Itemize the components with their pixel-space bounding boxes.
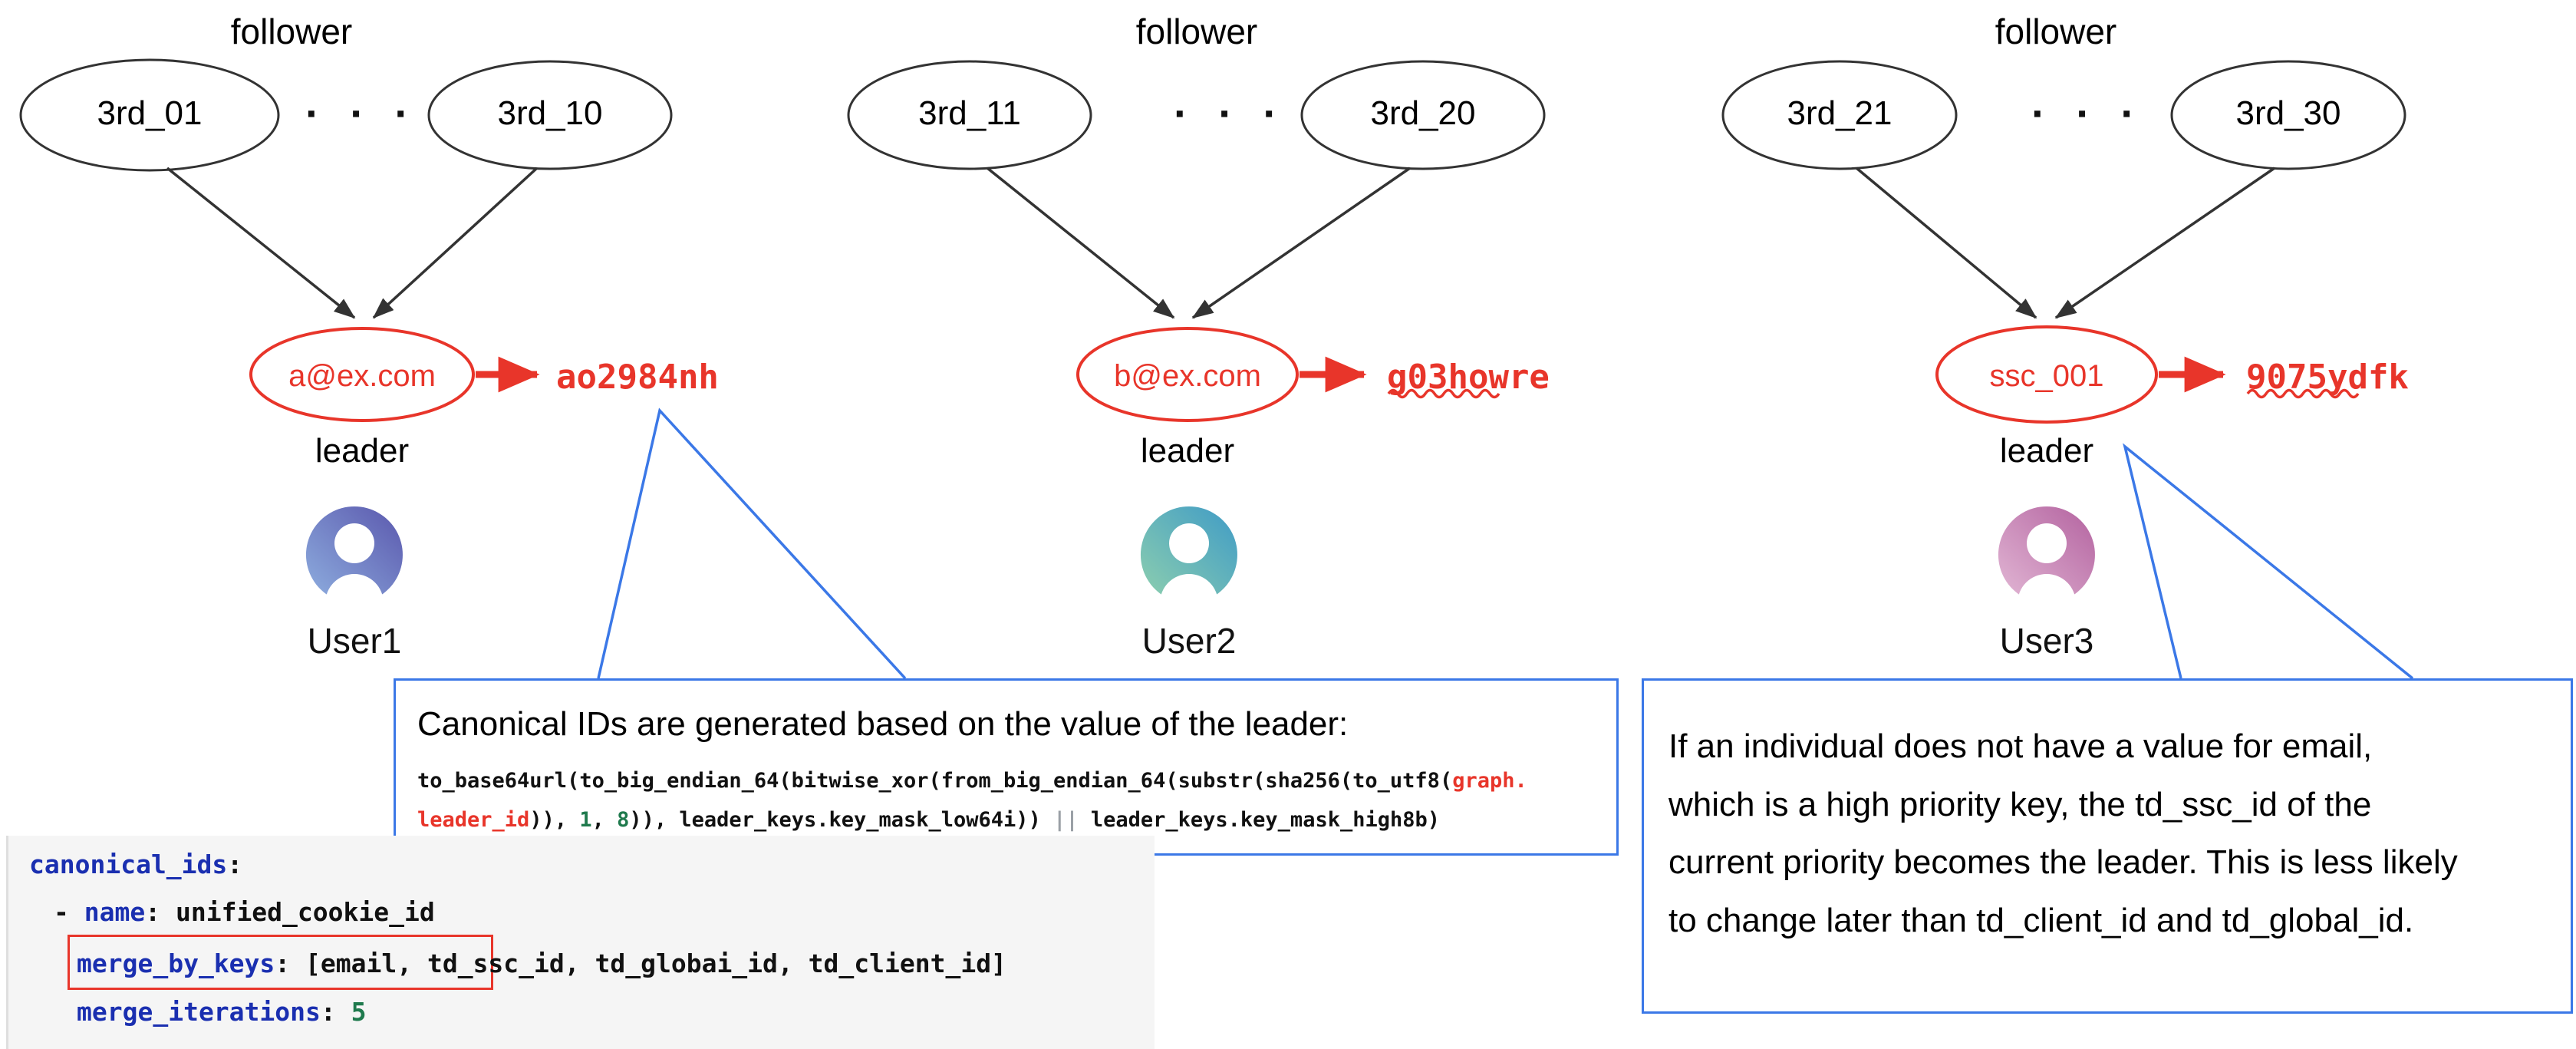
yaml-line-name: - name: unified_cookie_id <box>54 897 435 927</box>
yaml-value-merge-by-keys: : [email, td_ssc_id, td_globai_id, td_cl… <box>275 948 1006 978</box>
follower-label-1: follower <box>230 12 353 51</box>
user-label-3: User3 <box>1999 621 2094 661</box>
canonical-id-3: 9075ydfk <box>2246 358 2409 397</box>
leader-label-3: leader <box>1999 432 2094 470</box>
leader-label-2: leader <box>1140 432 1235 470</box>
follower-node-3rd-11[interactable]: 3rd_11 <box>918 94 1021 132</box>
code-line-2: leader_id)), 1, 8)), leader_keys.key_mas… <box>417 800 1616 840</box>
yaml-colon-1: : <box>227 849 243 879</box>
ellipsis-3: · · · <box>2031 89 2145 137</box>
yaml-config-block <box>6 836 1155 1049</box>
note-line-3: current priority becomes the leader. Thi… <box>1668 843 2458 882</box>
note-line-1: If an individual does not have a value f… <box>1668 727 2373 765</box>
note-line-2: which is a high priority key, the td_ssc… <box>1668 785 2372 823</box>
code-seg-2f: )), leader_keys.key_mask_low64i)) <box>629 807 1054 832</box>
yaml-colon-4: : <box>320 997 351 1027</box>
yaml-dash: - <box>54 897 84 927</box>
ellipsis-1: · · · <box>305 89 419 137</box>
code-seg-2e: 8 <box>617 807 630 832</box>
yaml-line-canonical-ids: canonical_ids: <box>29 849 242 879</box>
note-callout-pointer <box>2123 443 2414 680</box>
ellipsis-2: · · · <box>1174 89 1287 137</box>
code-callout-title: Canonical IDs are generated based on the… <box>417 705 1349 743</box>
leader-node-value-1[interactable]: a@ex.com <box>288 359 436 393</box>
note-callout-box: If an individual does not have a value f… <box>1642 678 2573 1014</box>
yaml-key-name: name <box>84 897 146 927</box>
yaml-key-merge-by-keys: merge_by_keys <box>77 948 275 978</box>
code-seg-1a: to_base64url(to_big_endian_64(bitwise_xo… <box>417 768 1453 793</box>
follower-node-3rd-10[interactable]: 3rd_10 <box>497 94 603 132</box>
code-callout-box: Canonical IDs are generated based on the… <box>394 678 1619 856</box>
code-seg-2b: )), <box>529 807 580 832</box>
code-seg-2g: || <box>1053 807 1079 832</box>
canonical-id-2: g03howre <box>1387 358 1550 397</box>
follower-label-3: follower <box>1995 12 2117 51</box>
leader-node-value-2[interactable]: b@ex.com <box>1114 359 1261 393</box>
avatar-3 <box>1998 506 2095 632</box>
yaml-value-merge-iterations: 5 <box>351 997 367 1027</box>
note-line-4: to change later than td_client_id and td… <box>1668 902 2414 940</box>
leader-label-1: leader <box>315 432 410 470</box>
code-seg-2c: 1 <box>579 807 592 832</box>
follower-node-3rd-21[interactable]: 3rd_21 <box>1787 94 1892 132</box>
yaml-value-name: : unified_cookie_id <box>145 897 435 927</box>
code-seg-1b: graph. <box>1452 768 1527 793</box>
user-label-2: User2 <box>1141 621 1237 661</box>
yaml-line-merge-iterations: merge_iterations: 5 <box>77 997 367 1027</box>
follower-node-3rd-01[interactable]: 3rd_01 <box>97 94 203 132</box>
user-label-1: User1 <box>307 621 402 661</box>
code-seg-2d: , <box>591 807 618 832</box>
follower-node-3rd-20[interactable]: 3rd_20 <box>1370 94 1476 132</box>
merge-by-keys-highlight <box>68 935 493 990</box>
leader-node-value-3[interactable]: ssc_001 <box>1989 359 2104 393</box>
yaml-line-merge-by-keys: merge_by_keys: [email, td_ssc_id, td_glo… <box>77 948 1006 978</box>
avatar-2 <box>1140 506 1237 632</box>
yaml-key-canonical-ids: canonical_ids <box>29 849 228 879</box>
callout-pointers <box>597 407 2414 680</box>
canonical-id-1: ao2984nh <box>556 358 719 397</box>
yaml-key-merge-iterations: merge_iterations <box>77 997 321 1027</box>
avatar-1 <box>305 506 403 632</box>
follower-label-2: follower <box>1135 12 1258 51</box>
code-line-1: to_base64url(to_big_endian_64(bitwise_xo… <box>417 761 1616 800</box>
code-seg-2h: leader_keys.key_mask_high8b) <box>1078 807 1440 832</box>
code-seg-2a: leader_id <box>417 807 530 832</box>
follower-node-3rd-30[interactable]: 3rd_30 <box>2235 94 2341 132</box>
code-callout-pointer <box>597 407 907 680</box>
